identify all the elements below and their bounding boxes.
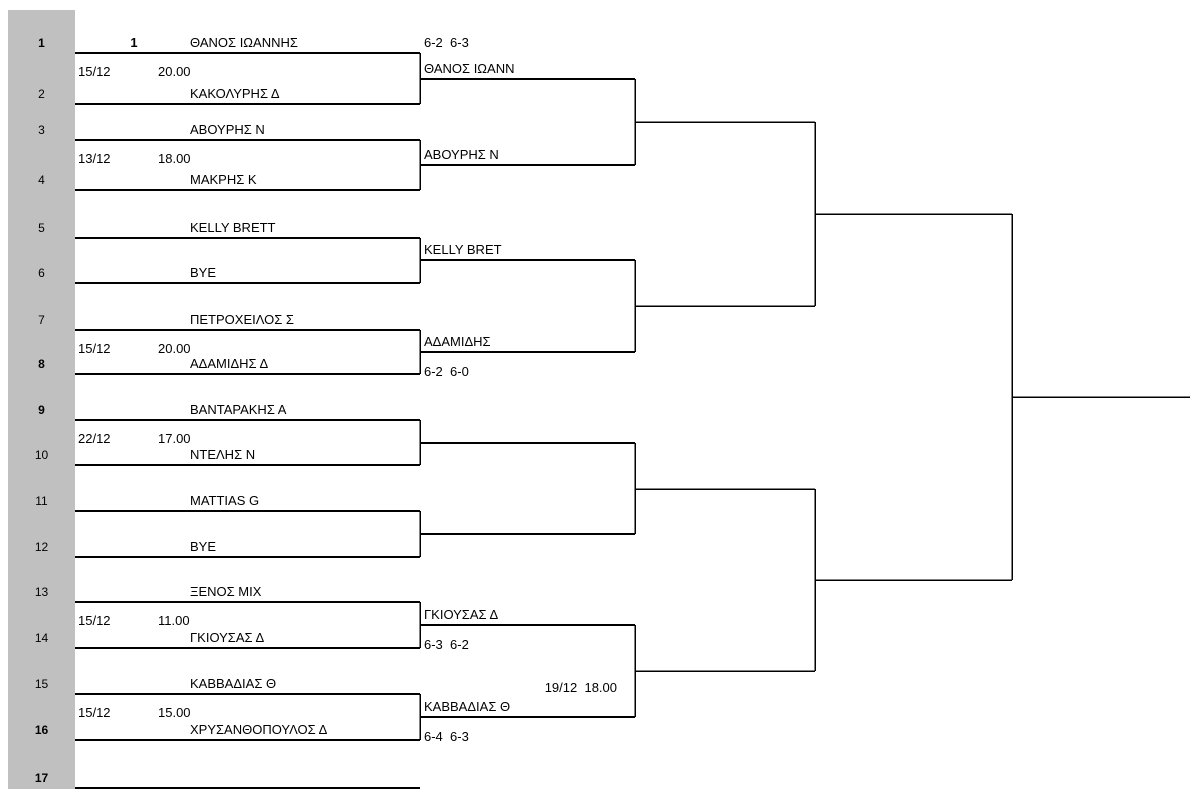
- winner-name: ΘΑΝΟΣ ΙΩΑΝΝ: [424, 61, 515, 76]
- connector-lines: [419, 53, 1013, 740]
- match-date: 15/12: [78, 705, 111, 720]
- match-date: 13/12: [78, 151, 111, 166]
- match-date: 15/12: [78, 64, 111, 79]
- player-name: ΓΚΙΟΥΣΑΣ Δ: [190, 630, 265, 645]
- winner-name: ΑΔΑΜΙΔΗΣ: [424, 334, 491, 349]
- round2-lines: [420, 78, 635, 718]
- seed-number: 2: [38, 87, 45, 101]
- match-date: 15/12: [78, 341, 111, 356]
- player-name: BYE: [190, 265, 217, 280]
- player-name: ΑΔΑΜΙΔΗΣ Δ: [190, 356, 269, 371]
- qf-schedule: 19/12 18.00: [544, 680, 617, 695]
- seed-number: 16: [34, 723, 49, 737]
- match-time: 15.00: [158, 705, 191, 720]
- player-name: ΧΡΥΣΑΝΘΟΠΟΥΛΟΣ Δ: [190, 722, 328, 737]
- winner-name: ΓΚΙΟΥΣΑΣ Δ: [424, 607, 499, 622]
- seed-number: 11: [35, 494, 48, 508]
- seed-number: 8: [38, 357, 45, 371]
- player-name: ΠΕΤΡΟΧΕΙΛΟΣ Σ: [190, 312, 294, 327]
- seed-number: 3: [38, 123, 45, 137]
- semifinal-lines: [815, 213, 1012, 581]
- player-name: ΚΑΚΟΛΥΡΗΣ Δ: [190, 86, 280, 101]
- player-name: ΑΒΟΥΡΗΣ Ν: [190, 122, 265, 137]
- player-name: ΒΑΝΤΑΡΑΚΗΣ Α: [190, 402, 287, 417]
- player-name: MATTIAS G: [190, 493, 260, 508]
- seed-number: 9: [38, 403, 45, 417]
- seed-number: 13: [34, 585, 49, 599]
- match-score: 6-2 6-3: [424, 35, 469, 50]
- seed-number: 17: [34, 771, 49, 785]
- seed-number: 15: [34, 677, 49, 691]
- player-name: ΘΑΝΟΣ ΙΩΑΝΝΗΣ: [190, 35, 298, 50]
- seed-number: 12: [34, 540, 49, 554]
- match-time: 18.00: [158, 151, 191, 166]
- match-score: 6-4 6-3: [424, 729, 469, 744]
- draw-seed-marker: 1: [130, 35, 138, 50]
- player-name: ΚΑΒΒΑΔΙΑΣ Θ: [190, 676, 277, 691]
- match-time: 17.00: [158, 431, 191, 446]
- player-name: ΝΤΕΛΗΣ Ν: [190, 447, 256, 462]
- match-score: 6-2 6-0: [424, 364, 469, 379]
- winner-name: ΑΒΟΥΡΗΣ Ν: [424, 147, 499, 162]
- match-time: 20.00: [158, 341, 191, 356]
- winner-name: KELLY BRET: [424, 242, 502, 257]
- player-name: ΜΑΚΡΗΣ Κ: [190, 172, 257, 187]
- quarterfinal-lines: [635, 121, 815, 672]
- match-date: 15/12: [78, 613, 111, 628]
- round1-lines: [75, 52, 420, 789]
- match-time: 11.00: [158, 613, 190, 628]
- player-name: ΞΕΝΟΣ ΜΙΧ: [190, 584, 262, 599]
- seed-number: 10: [34, 448, 49, 462]
- seed-number: 1: [38, 36, 45, 50]
- seed-number: 7: [38, 313, 45, 327]
- seed-number: 4: [38, 173, 45, 187]
- seed-number: 6: [38, 266, 45, 280]
- match-score: 6-3 6-2: [424, 637, 469, 652]
- seed-column: [8, 10, 75, 789]
- seed-number: 14: [34, 631, 49, 645]
- player-name: KELLY BRETT: [190, 220, 276, 235]
- match-time: 20.00: [158, 64, 191, 79]
- match-date: 22/12: [78, 431, 111, 446]
- player-name: BYE: [190, 539, 217, 554]
- seed-number: 5: [38, 221, 45, 235]
- winner-name: ΚΑΒΒΑΔΙΑΣ Θ: [424, 699, 511, 714]
